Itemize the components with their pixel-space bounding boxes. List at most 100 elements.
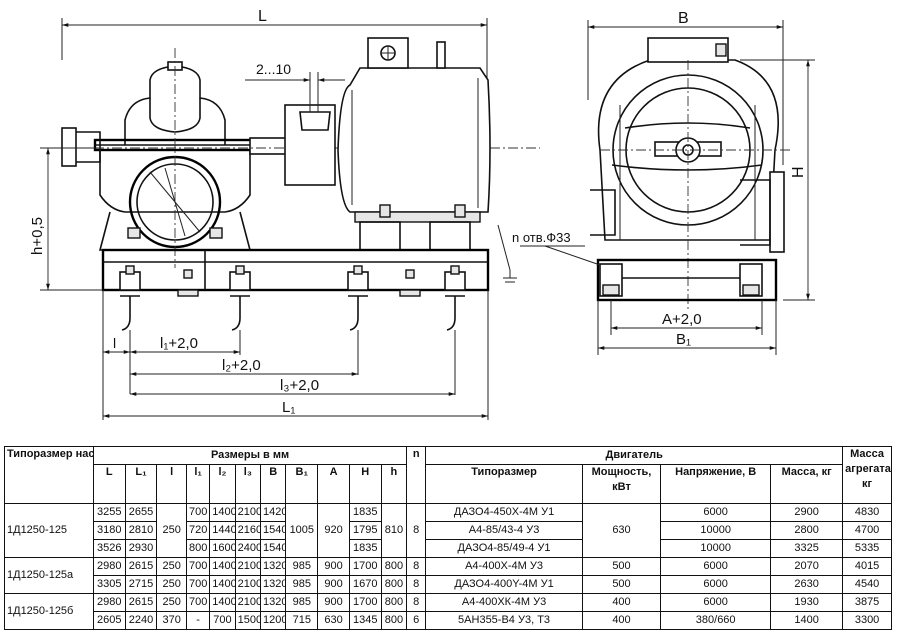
cell: 2240 — [124, 611, 158, 630]
cell: 4015 — [842, 557, 892, 576]
cell: 1320 — [260, 575, 287, 594]
dim-B1-label: B₁ — [676, 331, 691, 348]
cell: 700 — [209, 611, 236, 630]
th-dim-L1: L₁ — [124, 464, 158, 504]
cell: ДАЗО4-400Y-4М У1 — [425, 575, 583, 594]
table-row: 1Д1250-125 3255 2655 250 700 1400 2100 1… — [4, 503, 892, 558]
cell: 3875 — [842, 593, 892, 612]
th-dim-B: B — [260, 464, 287, 504]
pump-type-cell: 1Д1250-125 — [4, 503, 94, 558]
cell: 6000 — [660, 593, 772, 612]
cell: 2100 — [234, 503, 262, 522]
cell: 6 — [406, 611, 427, 630]
cell: 630 — [317, 611, 350, 630]
cell: 380/660 — [660, 611, 772, 630]
cell: 3325 — [770, 539, 844, 558]
dim-H-label: H — [790, 166, 807, 178]
technical-drawing: L 2...10 — [29, 8, 815, 420]
th-dim-h: h — [380, 464, 408, 504]
cell: 800 — [185, 539, 211, 558]
cell: 2605 — [92, 611, 126, 630]
cell: 1400 — [209, 593, 236, 612]
cell: 2930 — [124, 539, 158, 558]
cell: 8 — [406, 503, 427, 558]
coupling — [284, 104, 336, 186]
th-dim-l1: l₁ — [185, 464, 211, 504]
cell: 4830 — [842, 503, 892, 522]
cell: 10000 — [660, 521, 772, 540]
cell: 1420 — [260, 503, 287, 522]
cell: 985 — [285, 575, 319, 594]
cell: 2980 — [92, 557, 126, 576]
spec-table: Типоразмер насоса Размеры в мм n Двигате… — [4, 446, 892, 630]
cell: 700 — [185, 593, 211, 612]
cell: 1200 — [260, 611, 287, 630]
cell: 900 — [317, 557, 350, 576]
cell: 900 — [317, 593, 350, 612]
cell: ДАЗО4-450Х-4М У1 — [425, 503, 583, 522]
dim-L-label: L — [258, 8, 267, 25]
cell: 1540 — [260, 521, 287, 540]
cell: 2615 — [124, 557, 158, 576]
cell: 700 — [185, 557, 211, 576]
th-motor-type: Типоразмер — [425, 464, 583, 504]
cell: 4540 — [842, 575, 892, 594]
pump-type-cell: 1Д1250-125а — [4, 557, 94, 594]
cell: 3526 — [92, 539, 126, 558]
cell: 2100 — [234, 575, 262, 594]
dim-l1-label: l₁+2,0 — [160, 335, 198, 352]
cell: 6000 — [660, 557, 772, 576]
dim-h-label: h+0,5 — [29, 217, 46, 255]
cell: 900 — [317, 575, 350, 594]
cell: 1400 — [209, 575, 236, 594]
cell: 2980 — [92, 593, 126, 612]
cell: 8 — [406, 593, 427, 612]
cell: 2615 — [124, 593, 158, 612]
cell: 2715 — [124, 575, 158, 594]
cell: 1500 — [234, 611, 262, 630]
th-dim-l3: l₃ — [234, 464, 262, 504]
cell: 4700 — [842, 521, 892, 540]
cell: 630 — [581, 503, 662, 558]
cell: 700 — [185, 575, 211, 594]
th-dim-l2: l₂ — [209, 464, 236, 504]
dim-gap-label: 2...10 — [256, 61, 291, 77]
cell: 1600 — [209, 539, 236, 558]
base-frame — [101, 248, 490, 292]
th-motor-voltage: Напряжение, В — [660, 464, 772, 504]
end-discharge-flange — [769, 171, 785, 253]
th-dim-H: H — [348, 464, 382, 504]
table-row: 2605 2240 370 - 700 1500 1200 715 630 13… — [5, 611, 892, 630]
cell: 1400 — [770, 611, 844, 630]
cell: 250 — [156, 557, 187, 576]
cell: 6000 — [660, 575, 772, 594]
cell: 250 — [156, 593, 187, 612]
cell: 5335 — [842, 539, 892, 558]
cell: 800 — [380, 611, 408, 630]
cell: 250 — [156, 503, 187, 558]
cell: 1700 — [348, 557, 382, 576]
dim-l3-label: l₃+2,0 — [280, 377, 319, 394]
cell: 500 — [581, 557, 662, 576]
dim-L1-label: L₁ — [282, 399, 295, 416]
cell: 370 — [156, 611, 187, 630]
th-dims-group: Размеры в мм — [92, 446, 408, 465]
table-row: 3526 2930 800 1600 2400 1540 1835 ДАЗО4-… — [5, 539, 892, 558]
cell: 2160 — [234, 521, 262, 540]
th-dim-L: L — [92, 464, 126, 504]
th-motor-mass: Масса, кг — [770, 464, 844, 504]
th-motor-group: Двигатель — [425, 446, 844, 465]
th-dim-A: A — [317, 464, 350, 504]
cell: 2070 — [770, 557, 844, 576]
cell: 3180 — [92, 521, 126, 540]
cell: 3305 — [92, 575, 126, 594]
motor-body — [337, 67, 491, 213]
cell: 10000 — [660, 539, 772, 558]
anchor-bolts — [119, 265, 466, 331]
table-row: 1Д1250-125б 2980 2615 250 700 1400 2100 … — [4, 593, 892, 630]
cell: 1400 — [209, 503, 236, 522]
table-row: 3305 2715 250 700 1400 2100 1320 985 900… — [5, 575, 892, 594]
cell: 400 — [581, 593, 662, 612]
th-unit-mass: Масса агрегата, кг — [842, 446, 892, 504]
cell: 1320 — [260, 593, 287, 612]
